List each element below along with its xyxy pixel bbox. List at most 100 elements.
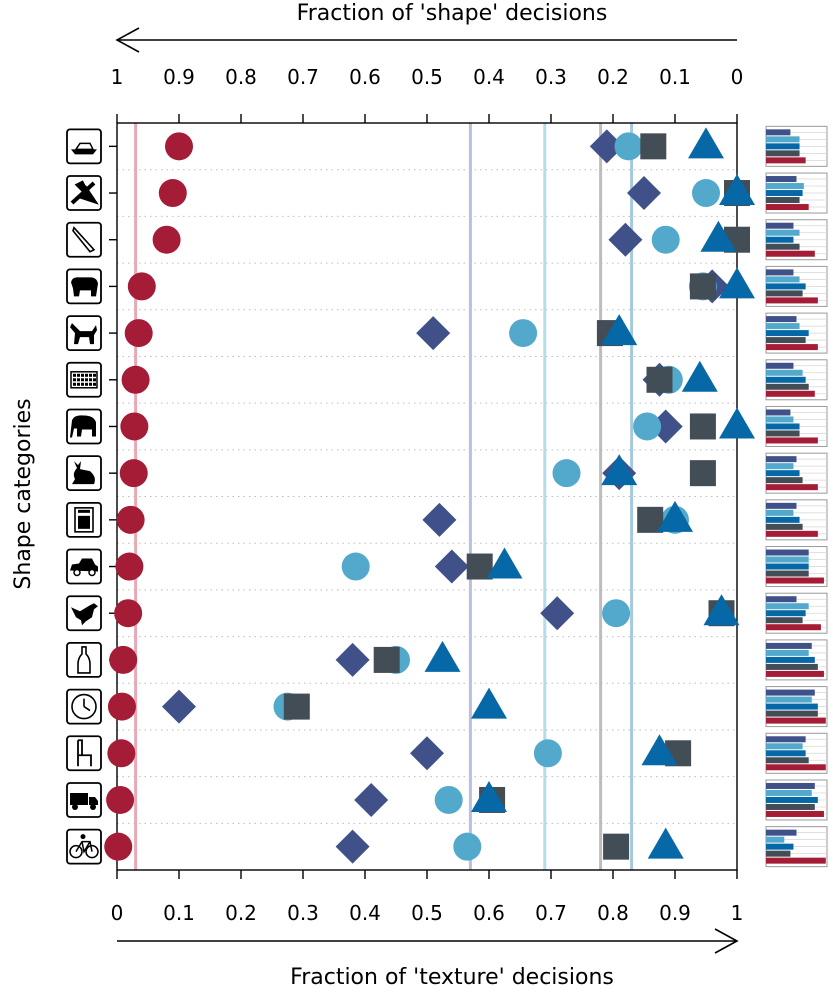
- mini-bar-panel-truck: [765, 779, 828, 821]
- marker-blue-triangle-knife: [700, 220, 737, 252]
- marker-blue-triangle-boat: [688, 127, 724, 159]
- mini-bar-light-blue-circle: [766, 229, 800, 236]
- mini-bar-navy-diamond: [766, 782, 815, 789]
- marker-crimson-chair: [107, 739, 136, 768]
- mini-bar-blue-triangle: [766, 236, 794, 243]
- marker-light-blue-circle-boat: [614, 132, 643, 161]
- top-arrow: [115, 27, 737, 53]
- mini-bar-crimson: [766, 810, 824, 817]
- marker-light-blue-circle-cat: [552, 459, 581, 488]
- chair-icon: [66, 735, 102, 772]
- mini-bar-slate-square: [766, 710, 818, 717]
- top-tick-label: 0.7: [287, 65, 319, 89]
- marker-navy-diamond-truck: [354, 782, 389, 817]
- mini-bar-slate-square: [766, 477, 803, 484]
- marker-light-blue-circle-car: [341, 552, 370, 581]
- mini-bar-navy-diamond: [766, 642, 812, 649]
- mini-bar-light-blue-circle: [766, 556, 809, 563]
- marker-blue-triangle-truck: [471, 780, 507, 812]
- mini-bar-crimson: [766, 297, 818, 304]
- mini-bar-navy-diamond: [766, 176, 797, 183]
- mini-bar-blue-triangle: [766, 143, 800, 150]
- marker-blue-triangle-cat: [601, 454, 638, 486]
- marker-light-blue-circle-knife: [651, 225, 680, 254]
- marker-crimson-bottle: [109, 645, 138, 674]
- mini-bar-panel-cat: [765, 452, 828, 494]
- mini-bar-panel-chair: [765, 732, 828, 774]
- marker-slate-square-boat: [640, 133, 667, 160]
- marker-blue-triangle-keyboard: [681, 360, 718, 392]
- mini-bar-panel-car: [765, 546, 828, 588]
- bottom-tick-label: 0.5: [411, 901, 443, 925]
- marker-navy-diamond-bird: [540, 596, 575, 631]
- bottom-tick-label: 0.6: [473, 901, 505, 925]
- marker-navy-diamond-chair: [410, 736, 444, 771]
- marker-blue-triangle-dog: [601, 314, 638, 346]
- bottom-tick-label: 1: [731, 901, 744, 925]
- mini-bar-navy-diamond: [766, 736, 806, 743]
- top-tick-label: 0: [731, 65, 744, 89]
- marker-crimson-keyboard: [121, 365, 150, 394]
- elephant-icon: [66, 408, 102, 445]
- mini-bar-light-blue-circle: [766, 183, 804, 190]
- marker-light-blue-circle-bicycle: [453, 832, 482, 861]
- marker-navy-diamond-bicycle: [335, 829, 370, 864]
- mini-bar-crimson: [766, 717, 826, 724]
- mini-bar-navy-diamond: [766, 362, 794, 369]
- mini-bar-blue-triangle: [766, 470, 800, 477]
- mini-bar-panel-keyboard: [765, 359, 828, 401]
- mini-bar-blue-triangle: [766, 190, 803, 197]
- marker-crimson-car: [115, 552, 144, 581]
- marker-light-blue-circle-bird: [602, 599, 631, 628]
- mini-bar-crimson: [766, 390, 815, 397]
- marker-slate-square-clock: [283, 693, 310, 720]
- bottom-tick-label: 0.3: [287, 901, 319, 925]
- marker-navy-diamond-car: [434, 549, 469, 584]
- mini-bar-blue-triangle: [766, 703, 818, 710]
- mini-bar-crimson: [766, 344, 818, 351]
- top-tick-label: 0.1: [659, 65, 691, 89]
- bird-icon: [66, 595, 102, 632]
- mini-bar-navy-diamond: [766, 549, 809, 556]
- mini-bar-blue-triangle: [766, 656, 815, 663]
- mini-bar-panel-elephant: [765, 405, 828, 447]
- marker-navy-diamond-airplane: [627, 176, 661, 211]
- mini-bar-navy-diamond: [766, 456, 797, 463]
- marker-blue-triangle-airplane: [719, 174, 755, 206]
- mini-bar-panels: [765, 125, 828, 868]
- grid-lines: [117, 169, 737, 824]
- mini-bar-panel-boat: [765, 125, 828, 167]
- mini-bar-light-blue-circle: [766, 369, 803, 376]
- mini-bar-crimson: [766, 204, 809, 211]
- marker-light-blue-circle-airplane: [692, 179, 720, 208]
- mini-bar-crimson: [766, 484, 818, 491]
- marker-light-blue-circle-dog: [509, 319, 538, 348]
- marker-slate-square-oven: [637, 506, 664, 533]
- marker-blue-triangle-chair: [641, 734, 678, 766]
- mini-bar-light-blue-circle: [766, 416, 794, 423]
- top-tick-label: 0.3: [535, 65, 567, 89]
- mini-bar-blue-triangle: [766, 750, 806, 757]
- mini-bar-navy-diamond: [766, 316, 797, 323]
- marker-blue-triangle-car: [486, 547, 523, 579]
- marker-slate-square-car: [466, 553, 493, 580]
- marker-navy-diamond-boat: [589, 129, 624, 164]
- marker-crimson-bicycle: [104, 832, 133, 861]
- mini-bar-crimson: [766, 437, 818, 444]
- marker-crimson-boat: [165, 132, 193, 161]
- marker-light-blue-circle-elephant: [633, 412, 662, 441]
- oven-icon: [66, 501, 102, 538]
- mini-bar-panel-bottle: [765, 639, 828, 681]
- bottom-axis-label: Fraction of 'texture' decisions: [290, 965, 614, 990]
- bottom-tick-label: 0.7: [535, 901, 567, 925]
- mini-bar-slate-square: [766, 290, 803, 297]
- mini-bar-blue-triangle: [766, 610, 806, 617]
- airplane-icon: [66, 175, 102, 211]
- bottom-tick-label: 0.1: [163, 901, 195, 925]
- dog-icon: [66, 315, 102, 351]
- category-icons: [66, 128, 102, 865]
- marker-crimson-oven: [116, 505, 145, 534]
- marker-slate-square-elephant: [689, 413, 716, 440]
- marker-crimson-airplane: [158, 179, 187, 208]
